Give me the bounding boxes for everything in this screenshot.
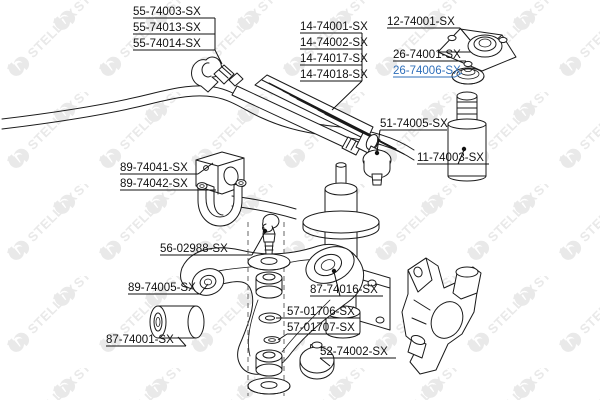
assembly-axis — [247, 222, 285, 396]
label-51-74005[interactable]: 51-74005-SX — [380, 118, 448, 130]
label-87-74001[interactable]: 87-74001-SX — [106, 334, 174, 346]
stabilizer-link — [262, 213, 280, 255]
washer-set — [247, 253, 291, 395]
label-14-74001[interactable]: 14-74001-SX — [300, 21, 368, 33]
label-14-74017[interactable]: 14-74017-SX — [300, 53, 368, 65]
label-89-74042[interactable]: 89-74042-SX — [120, 178, 188, 190]
label-55-74014[interactable]: 55-74014-SX — [133, 38, 201, 50]
label-57-01707[interactable]: 57-01707-SX — [287, 322, 355, 334]
label-55-74013[interactable]: 55-74013-SX — [133, 22, 201, 34]
label-14-74018[interactable]: 14-74018-SX — [300, 69, 368, 81]
strut-mount-plate — [437, 28, 517, 72]
leader-lines — [106, 17, 489, 367]
label-14-74002[interactable]: 14-74002-SX — [300, 37, 368, 49]
part-labels: 55-74003-SX 55-74013-SX 55-74014-SX 14-7… — [106, 6, 484, 358]
strut-mount-bearing — [451, 67, 485, 85]
lower-ball-joint — [299, 341, 335, 380]
stabilizer-bracket — [196, 179, 247, 227]
label-11-74003[interactable]: 11-74003-SX — [417, 152, 484, 164]
label-52-74002[interactable]: 52-74002-SX — [320, 346, 388, 358]
label-57-01706[interactable]: 57-01706-SX — [287, 306, 355, 318]
control-arm-bushing-rear — [149, 305, 205, 339]
label-26-74006[interactable]: 26-74006-SX — [393, 65, 461, 77]
label-87-74016[interactable]: 87-74016-SX — [310, 284, 378, 296]
label-56-02988[interactable]: 56-02988-SX — [160, 243, 228, 255]
label-89-74041[interactable]: 89-74041-SX — [120, 162, 188, 174]
label-89-74005[interactable]: 89-74005-SX — [128, 282, 196, 294]
steering-rack-boot — [254, 74, 405, 156]
label-12-74001[interactable]: 12-74001-SX — [387, 16, 455, 28]
label-55-74003[interactable]: 55-74003-SX — [133, 6, 201, 18]
outer-tie-rod-end — [362, 145, 392, 186]
label-26-74001[interactable]: 26-74001-SX — [393, 49, 461, 61]
inner-tie-rod — [191, 56, 363, 156]
dust-cover-bump-stop — [447, 91, 487, 182]
steering-knuckle — [401, 257, 482, 375]
